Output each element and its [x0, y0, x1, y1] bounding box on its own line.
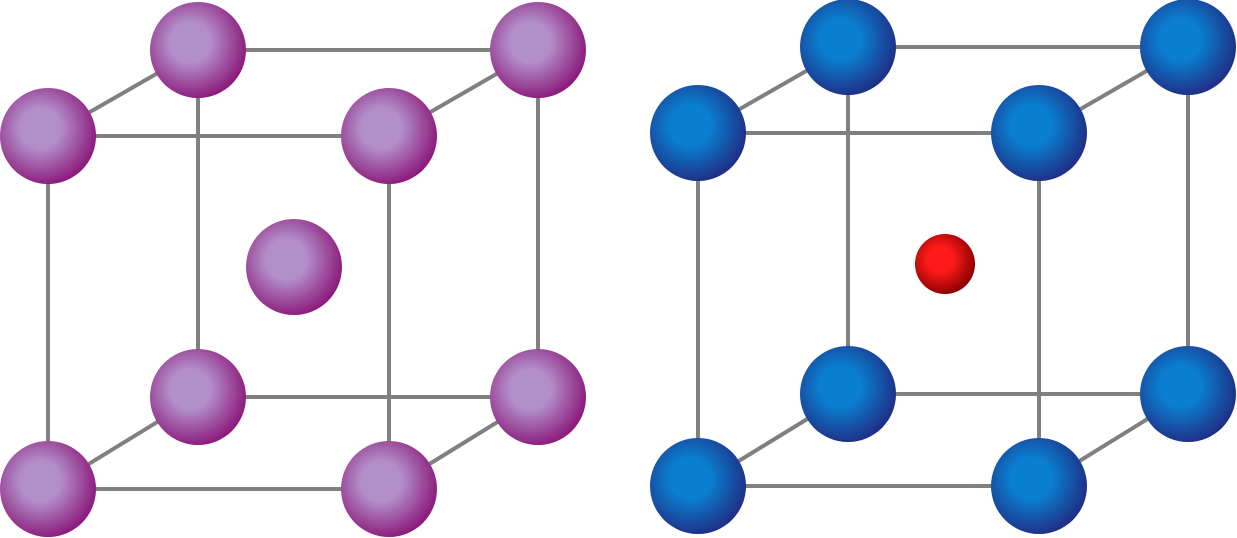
corner-atom — [1140, 346, 1236, 442]
corner-atom — [991, 85, 1087, 181]
cscl-unit-cell — [650, 0, 1236, 534]
corner-atom — [800, 0, 896, 95]
corner-atom — [341, 441, 437, 537]
corner-atom — [0, 441, 96, 537]
corner-atom — [0, 88, 96, 184]
corner-atom — [650, 85, 746, 181]
center-atom — [246, 219, 342, 315]
corner-atom — [490, 2, 586, 98]
corner-atom — [650, 438, 746, 534]
corner-atom — [341, 88, 437, 184]
corner-atom — [1140, 0, 1236, 95]
corner-atom — [150, 2, 246, 98]
bcc-unit-cell — [0, 2, 586, 537]
center-atom — [915, 234, 975, 294]
corner-atom — [991, 438, 1087, 534]
corner-atom — [800, 346, 896, 442]
corner-atom — [490, 349, 586, 445]
corner-atom — [150, 349, 246, 445]
